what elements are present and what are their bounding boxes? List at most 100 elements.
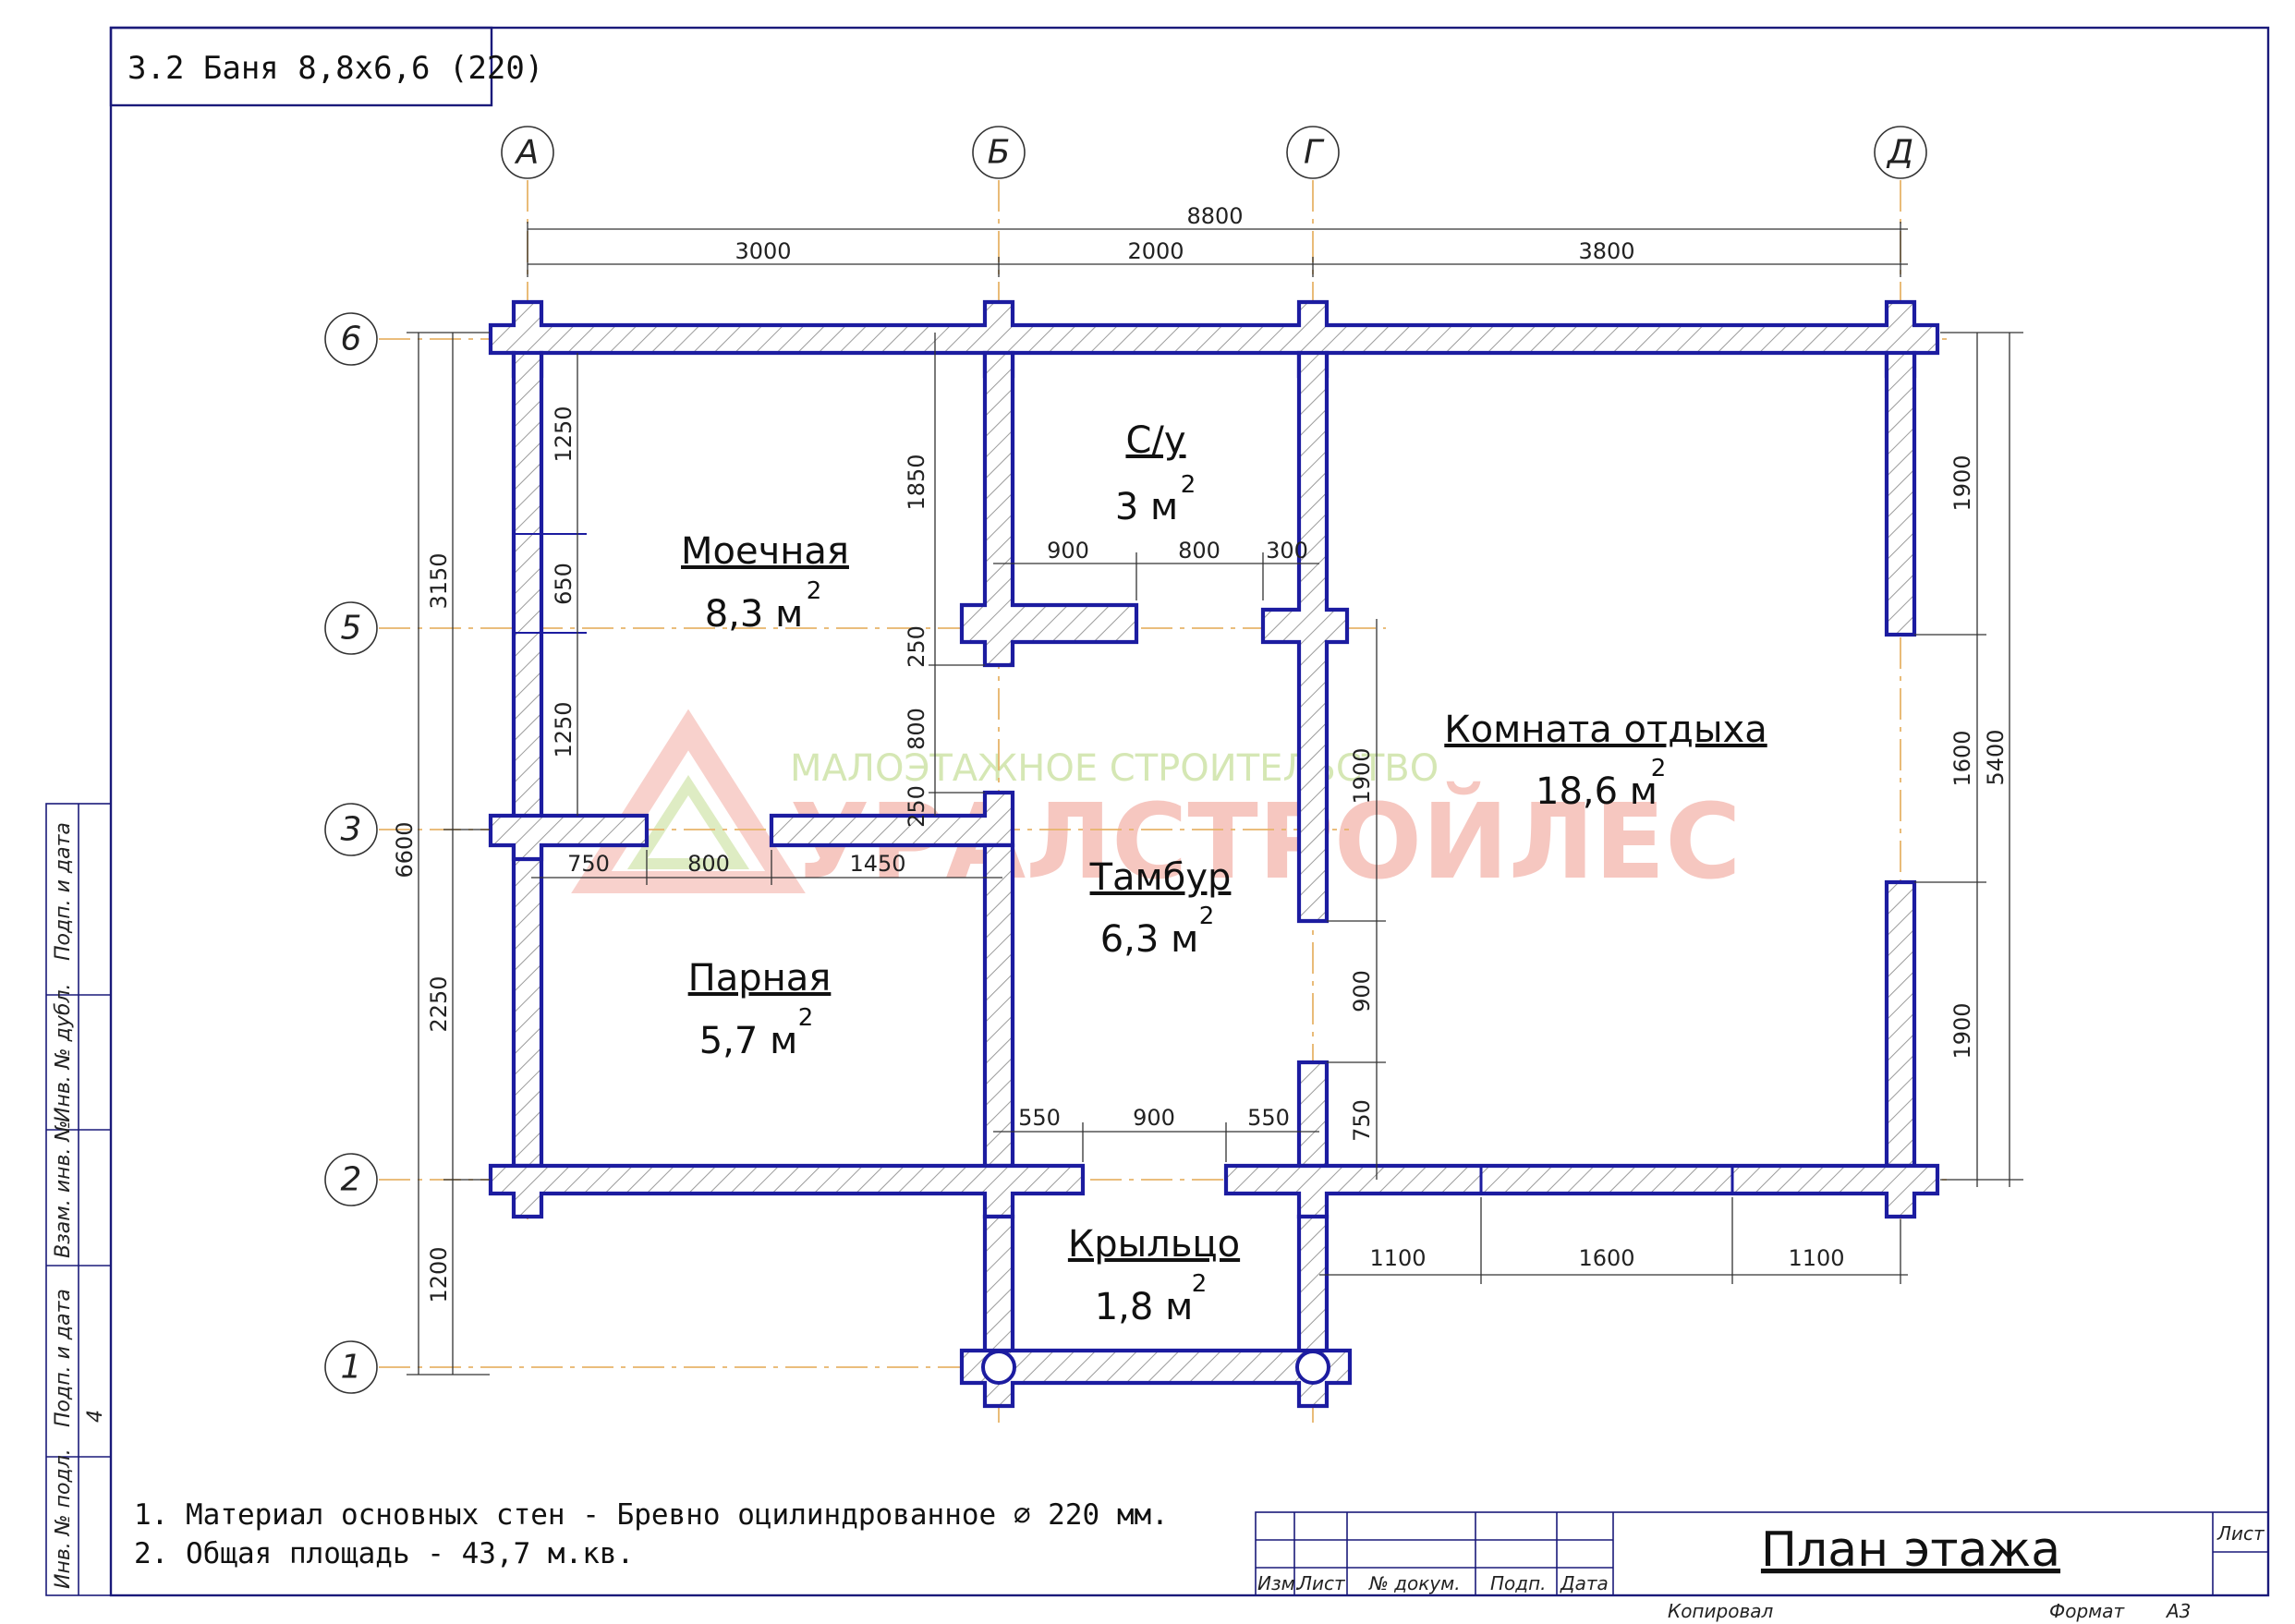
room-labels: С/у 3 м 2 Моечная 8,3 м 2 Комната отдыха… [681, 419, 1767, 1328]
svg-text:1: 1 [341, 1349, 362, 1387]
tb-sheet-label: Лист [2216, 1522, 2265, 1545]
note-material: 1. Материал основных стен - Бревно оцили… [134, 1498, 1169, 1532]
svg-text:Инв. № подл.: Инв. № подл. [52, 1448, 75, 1589]
tb-header-doc: № докум. [1368, 1572, 1461, 1594]
dim-entrance-1: 550 [1018, 1105, 1061, 1131]
dim-top-3: 3800 [1578, 238, 1634, 264]
wall-vestibule-right-stub [1296, 1060, 1330, 1169]
dim-right-overall: 5400 [1983, 729, 2009, 785]
svg-text:Инв. № дубл.: Инв. № дубл. [52, 983, 75, 1122]
tb-format-value: А3 [2165, 1600, 2191, 1622]
svg-text:4: 4 [84, 1410, 107, 1423]
porch-post-left [981, 1350, 1016, 1385]
axis-bubble-col-g: Г [1286, 126, 1340, 179]
svg-text:2: 2 [1199, 903, 1215, 930]
dim-right-3: 1900 [1949, 1002, 1975, 1059]
dim-wash-right-1: 1850 [904, 454, 929, 510]
svg-text:3: 3 [341, 811, 362, 849]
room-bathroom-area: 3 м [1115, 486, 1178, 528]
room-bathroom-name: С/у [1125, 419, 1185, 462]
svg-text:А: А [515, 134, 540, 172]
dim-left-inner-1: 1250 [551, 406, 577, 462]
dim-entrance-2: 900 [1133, 1105, 1175, 1131]
axis-bubbles: А Б Г Д 6 5 3 2 1 [324, 126, 1927, 1394]
sheet-name: План этажа [1761, 1522, 2060, 1578]
note-area: 2. Общая площадь - 43,7 м.кв. [134, 1537, 634, 1570]
svg-text:Г: Г [1304, 134, 1325, 172]
dim-top-2: 2000 [1127, 238, 1184, 264]
tb-header-sign: Подп. [1490, 1572, 1547, 1594]
watermark-subtitle: МАЛОЭТАЖНОЕ СТРОИТЕЛЬСТВО [790, 747, 1439, 790]
porch-post-right [1295, 1350, 1330, 1385]
side-stamp: Подп. и дата Инв. № дубл. Взам. инв. № П… [45, 803, 112, 1596]
dim-bath-door-1: 900 [1047, 538, 1089, 564]
svg-text:2: 2 [798, 1004, 814, 1032]
dim-wash-right-4: 250 [904, 785, 929, 828]
dim-entrance-3: 550 [1247, 1105, 1290, 1131]
dim-bath-door-3: 300 [1266, 538, 1308, 564]
dim-right-1: 1900 [1949, 454, 1975, 511]
room-porch-name: Крыльцо [1068, 1223, 1240, 1266]
room-steam-area: 5,7 м [699, 1020, 798, 1062]
tb-header-date: Дата [1560, 1572, 1609, 1594]
svg-text:Д: Д [1886, 134, 1913, 172]
dim-lounge-bottom-1: 1100 [1369, 1245, 1426, 1271]
wall-top [488, 299, 1940, 379]
dim-bath-door-2: 800 [1178, 538, 1220, 564]
room-washroom-name: Моечная [681, 530, 849, 573]
room-vestibule-name: Тамбур [1089, 856, 1232, 899]
axis-bubble-col-a: А [501, 126, 554, 179]
room-porch-area: 1,8 м [1095, 1286, 1194, 1328]
wall-porch-right [1296, 1214, 1330, 1356]
svg-text:Взам. инв. №: Взам. инв. № [52, 1121, 75, 1258]
svg-text:2: 2 [807, 577, 822, 605]
title-block: Изм. Лист № докум. Подп. Дата План этажа… [1255, 1511, 2269, 1622]
svg-text:2: 2 [1181, 471, 1196, 499]
dim-vest-right-2: 900 [1349, 970, 1375, 1012]
tb-format-label: Формат [2049, 1600, 2125, 1622]
room-vestibule-area: 6,3 м [1100, 918, 1199, 961]
wall-right-lower [1884, 879, 1917, 1169]
dim-left-2: 2250 [426, 976, 452, 1032]
svg-text:2: 2 [1192, 1270, 1208, 1298]
dim-wash-bottom-3: 1450 [849, 851, 905, 877]
room-washroom-area: 8,3 м [705, 593, 804, 636]
dim-left-1: 3150 [426, 552, 452, 609]
wall-porch-bottom [959, 1348, 1353, 1409]
wall-washroom-left-stub [488, 813, 650, 862]
svg-text:6: 6 [341, 321, 362, 358]
walls [488, 299, 1940, 1409]
dim-lounge-bottom-3: 1100 [1788, 1245, 1844, 1271]
wall-bottom-right [1223, 1163, 1940, 1219]
axis-bubble-row-5: 5 [324, 601, 378, 655]
title-box [109, 26, 493, 107]
svg-text:5: 5 [341, 610, 362, 648]
dim-lounge-bottom-2: 1600 [1578, 1245, 1634, 1271]
wall-left [511, 350, 544, 1169]
notes: 1. Материал основных стен - Бревно оцили… [134, 1498, 1169, 1570]
dimension-labels: 8800 3000 2000 3800 900 800 300 750 800 … [392, 203, 2009, 1303]
wall-bathroom-left [959, 350, 1139, 668]
svg-text:Подп. и дата: Подп. и дата [52, 822, 75, 961]
room-lounge-name: Комната отдыха [1444, 709, 1767, 751]
dim-right-2: 1600 [1949, 730, 1975, 786]
room-lounge-area: 18,6 м [1536, 770, 1658, 813]
wall-steam-right [982, 842, 1015, 1169]
svg-text:Подп. и дата: Подп. и дата [52, 1289, 75, 1427]
dim-left-3: 1200 [426, 1246, 452, 1303]
tb-header-list: Лист [1297, 1572, 1346, 1594]
axis-bubble-row-1: 1 [324, 1340, 378, 1394]
svg-text:2: 2 [1651, 755, 1667, 782]
dim-wash-right-2: 250 [904, 625, 929, 668]
dim-overall-top: 8800 [1186, 203, 1243, 229]
dim-wash-bottom-2: 800 [687, 851, 730, 877]
dim-left-inner-2: 650 [551, 563, 577, 605]
watermark-logo-icon [571, 709, 806, 893]
axis-bubble-row-2: 2 [324, 1153, 378, 1206]
axis-bubble-row-3: 3 [324, 803, 378, 856]
dim-top-1: 3000 [735, 238, 791, 264]
wall-washroom-right-stub [769, 790, 1015, 848]
svg-text:2: 2 [341, 1161, 362, 1199]
wall-bottom-left [488, 1163, 1086, 1219]
